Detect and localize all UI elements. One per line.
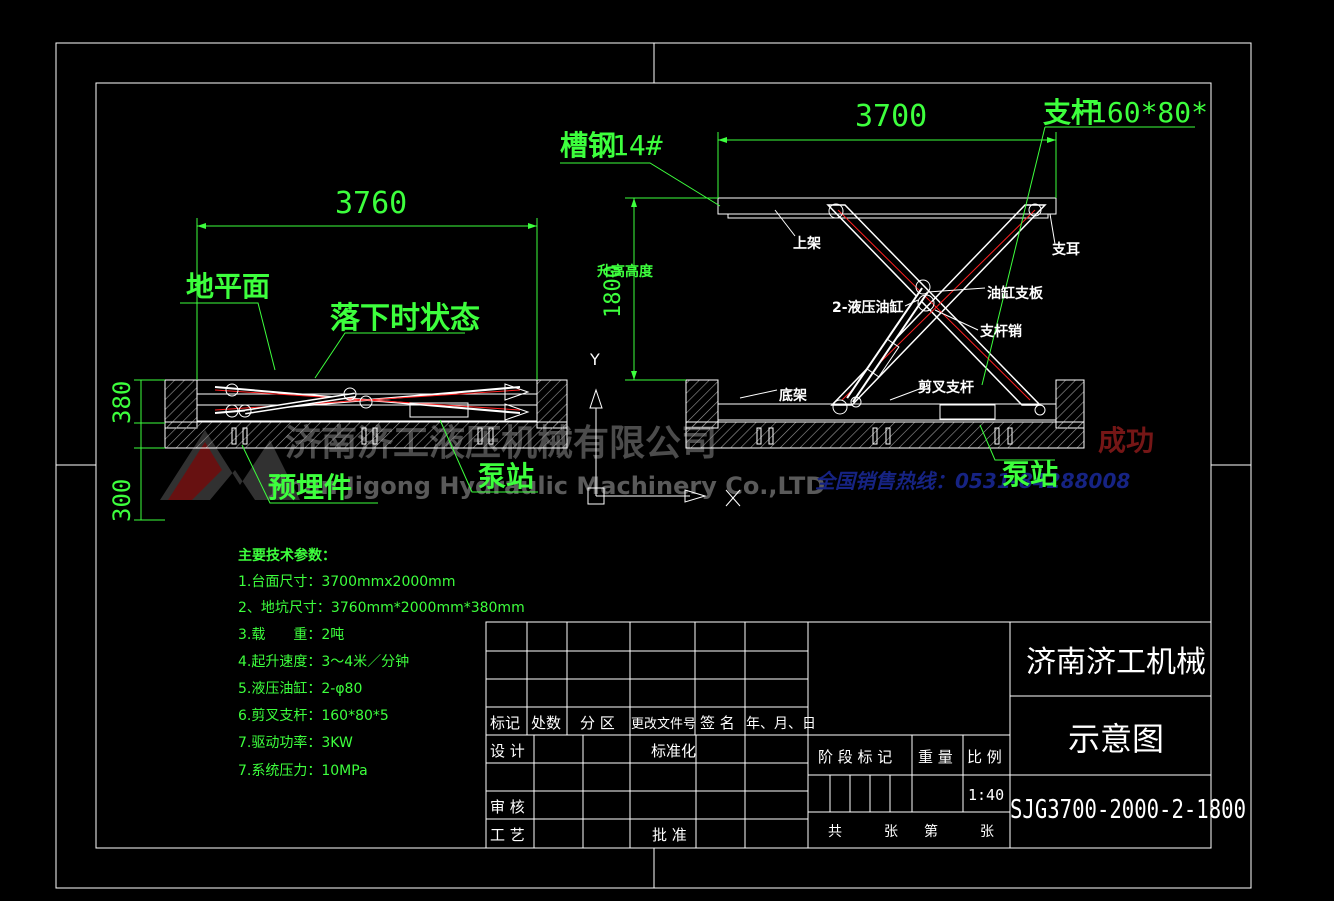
axis-y-label: Y: [589, 350, 600, 369]
right-dim-width: 3700: [855, 99, 927, 134]
label-cylinder-plate: 油缸支板: [987, 285, 1044, 302]
spec-item: 2、地坑尺寸：3760mm*2000mm*380mm: [238, 600, 525, 616]
title-block-text: 标记 处数 分 区 更改文件号 签 名 年、月、日 设 计 标准化 审 核 工 …: [490, 645, 1246, 844]
tb-label-date: 年、月、日: [746, 716, 816, 732]
left-dim-width: 3760: [335, 186, 407, 221]
label-embedded-part: 预埋件: [268, 471, 352, 504]
watermark-slogan: 成功: [1098, 424, 1154, 457]
spec-item: 3.载 重：2吨: [238, 627, 344, 643]
tb-page: 第: [924, 823, 938, 840]
tb-label-zone: 分 区: [580, 714, 615, 732]
label-cylinders: 2-液压油缸: [832, 299, 904, 316]
spec-item: 4.起升速度：3～4米／分钟: [238, 653, 409, 670]
tb-label-signature: 签 名: [700, 714, 735, 732]
left-view: 3760 380 300 地平面 落下时状态 预埋件 泵站: [108, 186, 568, 522]
tb-scale: 比 例: [967, 748, 1002, 766]
label-strut-pin: 支杆销: [979, 323, 1022, 340]
label-top-frame: 上架: [793, 235, 821, 252]
label-channel-steel-spec: 14#: [612, 129, 663, 162]
label-pump-left: 泵站: [478, 460, 534, 493]
label-bottom-frame: 底架: [779, 387, 807, 404]
tb-sheet: 张: [980, 824, 994, 840]
right-dim-lift: 1800: [601, 265, 626, 318]
label-lowered-state: 落下时状态: [330, 301, 480, 336]
watermark-hotline: 全国销售热线：0531-84288008: [815, 469, 1130, 493]
tb-design: 设 计: [490, 742, 525, 760]
tb-review: 审 核: [490, 798, 525, 816]
left-pit-wall-right: [536, 379, 568, 429]
tb-label-mark: 标记: [490, 714, 520, 732]
label-ground: 地平面: [186, 270, 270, 303]
label-ear: 支耳: [1051, 241, 1080, 258]
tb-process: 工 艺: [490, 826, 525, 844]
tb-approve: 批 准: [652, 826, 687, 844]
label-scissor-strut: 剪叉支杆: [918, 379, 974, 396]
spec-item: 7.驱动功率：3KW: [238, 734, 353, 751]
spec-item: 1.台面尺寸：3700mmx2000mm: [238, 574, 455, 590]
tb-drawing-title: 示意图: [1068, 720, 1164, 758]
left-dim-height: 380: [108, 381, 136, 424]
tb-sheets: 张: [884, 824, 898, 840]
watermark-company-en: Jinan Jigong Hydraulic Machinery Co.,LTD: [268, 472, 825, 500]
spec-item: 5.液压油缸：2-φ80: [238, 680, 362, 697]
tb-scale-value: 1:40: [968, 786, 1004, 804]
tb-drawing-number: SJG3700-2000-2-1800: [1010, 795, 1246, 825]
right-view: 3700 1800 槽钢 14# 支杆 160*80* 升高高度 上架 支耳 油…: [560, 96, 1208, 491]
tb-weight: 重 量: [918, 748, 953, 766]
tb-standardize: 标准化: [651, 742, 696, 760]
spec-item: 6.剪叉支杆：160*80*5: [238, 708, 389, 724]
title-block: [485, 621, 1212, 849]
label-pump-right: 泵站: [1002, 458, 1058, 491]
tb-label-count: 处数: [531, 714, 561, 732]
specs-title: 主要技术参数：: [238, 547, 336, 564]
tb-label-change-doc: 更改文件号: [631, 717, 696, 732]
spec-item: 7.系统压力：10MPa: [238, 763, 368, 779]
left-dim-depth: 300: [108, 479, 136, 522]
ucs-axes-icon: [587, 388, 741, 507]
label-strut: 支杆: [1043, 96, 1099, 129]
tb-company: 济南济工机械: [1026, 645, 1206, 680]
label-channel-steel: 槽钢: [560, 129, 616, 162]
tb-total: 共: [828, 824, 842, 840]
label-lift-height: 升高高度: [597, 263, 654, 280]
left-pit-wall-left: [164, 379, 198, 429]
tb-stage-mark: 阶 段 标 记: [818, 748, 892, 766]
outer-frame: [55, 42, 1252, 889]
technical-specs: 主要技术参数： 1.台面尺寸：3700mmx2000mm 2、地坑尺寸：3760…: [238, 547, 525, 779]
label-strut-spec: 160*80*: [1090, 96, 1208, 129]
